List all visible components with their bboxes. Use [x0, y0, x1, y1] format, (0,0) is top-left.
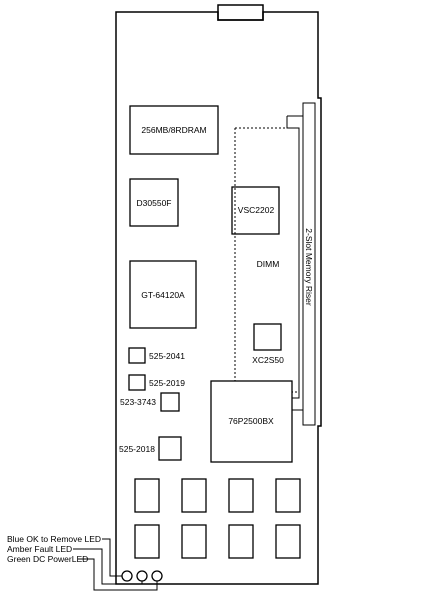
chip-525-2041 — [128, 347, 146, 364]
green-led-leader — [78, 558, 158, 591]
chip-525-2018-label: 525-2018 — [119, 444, 155, 454]
xc2s50-chip — [253, 323, 282, 351]
blue-led-leader — [102, 538, 122, 577]
bottom-chip — [228, 478, 254, 513]
chip-525-2018 — [158, 436, 182, 461]
memory-riser-bracket — [286, 115, 303, 411]
bottom-chip — [228, 524, 254, 559]
riser-label: 2-Slot Memory Riser — [304, 228, 314, 306]
amber-led — [136, 570, 148, 582]
sdram-chip — [129, 105, 219, 155]
led-leader-lines — [73, 538, 158, 591]
bottom-chip — [181, 524, 207, 559]
xc2s50-label: XC2S50 — [252, 355, 284, 365]
blue-led-label: Blue OK to Remove LED — [7, 534, 101, 544]
p76p2500bx-chip — [210, 380, 293, 463]
vsc2202-chip — [231, 186, 280, 235]
chip-523-3743-label: 523-3743 — [120, 397, 156, 407]
green-led-label: Green DC PowerLED — [7, 554, 88, 564]
bottom-chip — [134, 478, 160, 513]
sdram-label: 256MB/8RDRAM — [141, 125, 206, 135]
amber-led-label: Amber Fault LED — [7, 544, 72, 554]
bottom-chip-grid — [134, 478, 301, 559]
gt64120a-label: GT-64120A — [141, 290, 185, 300]
bottom-chip — [275, 524, 301, 559]
d30550f-chip — [129, 178, 179, 227]
bottom-chip — [275, 478, 301, 513]
top-connector — [217, 4, 264, 21]
d30550f-label: D30550F — [137, 198, 172, 208]
bottom-chip — [181, 478, 207, 513]
gt64120a-chip — [129, 260, 197, 329]
p76p2500bx-label: 76P2500BX — [228, 416, 274, 426]
green-led — [151, 570, 163, 582]
bottom-chip — [134, 524, 160, 559]
chip-525-2041-label: 525-2041 — [149, 351, 185, 361]
vsc2202-label: VSC2202 — [238, 205, 275, 215]
chip-523-3743 — [160, 392, 180, 412]
amber-led-leader — [73, 548, 143, 585]
blue-led — [121, 570, 133, 582]
chip-525-2019 — [128, 374, 146, 391]
dimm-label: DIMM — [257, 259, 280, 269]
chip-525-2019-label: 525-2019 — [149, 378, 185, 388]
memory-riser-slot — [302, 102, 316, 426]
